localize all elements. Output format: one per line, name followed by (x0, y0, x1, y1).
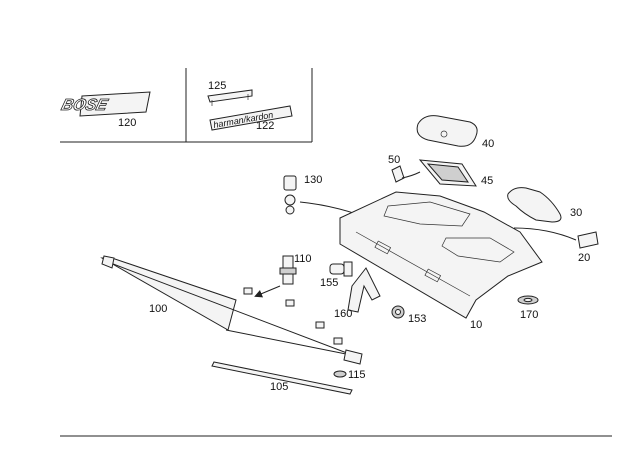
callout-155: 155 (320, 277, 338, 289)
washer-115 (333, 370, 347, 378)
inset-frame (60, 68, 313, 143)
callout-120: 120 (118, 117, 136, 129)
callout-130: 130 (304, 174, 322, 186)
callout-170: 170 (520, 309, 538, 321)
callout-122: 122 (256, 120, 274, 132)
callout-110: 110 (294, 253, 312, 265)
grommet-170 (517, 295, 539, 305)
callout-160: 160 (334, 308, 352, 320)
speaker-20 (513, 227, 599, 249)
callout-30: 30 (570, 207, 582, 219)
callout-100: 100 (149, 303, 167, 315)
cover-40 (416, 115, 478, 147)
parcel-shelf-10 (339, 191, 543, 319)
clip-155 (329, 261, 353, 277)
connector-130 (283, 175, 380, 224)
roller-blind-100 (100, 255, 363, 365)
callout-20: 20 (578, 252, 590, 264)
callout-50: 50 (388, 154, 400, 166)
screw-110 (254, 255, 297, 298)
callout-labels: 120 125 122 40 50 45 130 30 20 110 155 1… (118, 80, 590, 393)
callout-45: 45 (481, 175, 493, 187)
callout-10: 10 (470, 319, 482, 331)
speaker-housing-45 (391, 159, 477, 187)
callout-115: 115 (348, 369, 366, 381)
bose-emblem-text: BOSE (59, 96, 110, 114)
callout-125: 125 (208, 80, 226, 92)
callout-40: 40 (482, 138, 494, 150)
callout-153: 153 (408, 313, 426, 325)
bose-emblem: BOSE (59, 91, 151, 117)
strip-105 (211, 361, 353, 395)
bracket-160 (347, 267, 381, 313)
clip-125 (207, 89, 253, 106)
harman-kardon-emblem: harman/kardon (209, 105, 293, 131)
nut-153 (391, 305, 405, 319)
cover-30 (507, 187, 562, 223)
callout-105: 105 (270, 381, 288, 393)
